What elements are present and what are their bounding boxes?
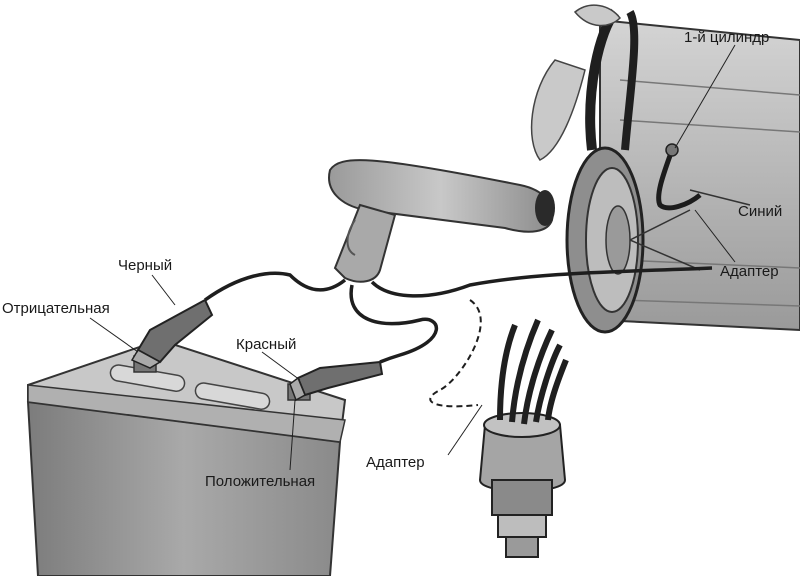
label-cylinder-1: 1-й цилиндр: [684, 29, 770, 46]
leader-lines: [89, 44, 736, 471]
label-blue: Синий: [738, 203, 783, 220]
label-positive: Положительная: [205, 473, 316, 490]
timing-light-gun: [328, 159, 555, 283]
black-clamp: [130, 298, 214, 369]
label-black: Черный: [118, 257, 173, 274]
label-adapter-distributor: Адаптер: [366, 454, 425, 471]
fan-blades: [530, 4, 621, 161]
crankshaft-pulley: [565, 146, 701, 334]
spark-plug-wire-cylinder-1: [656, 143, 751, 211]
label-negative: Отрицательная: [2, 300, 110, 317]
distributor-cap: [478, 318, 569, 558]
label-red: Красный: [236, 336, 297, 353]
red-clamp: [289, 360, 384, 402]
cables: [203, 266, 713, 408]
label-adapter-engine: Адаптер: [720, 263, 779, 280]
battery: [26, 338, 347, 576]
